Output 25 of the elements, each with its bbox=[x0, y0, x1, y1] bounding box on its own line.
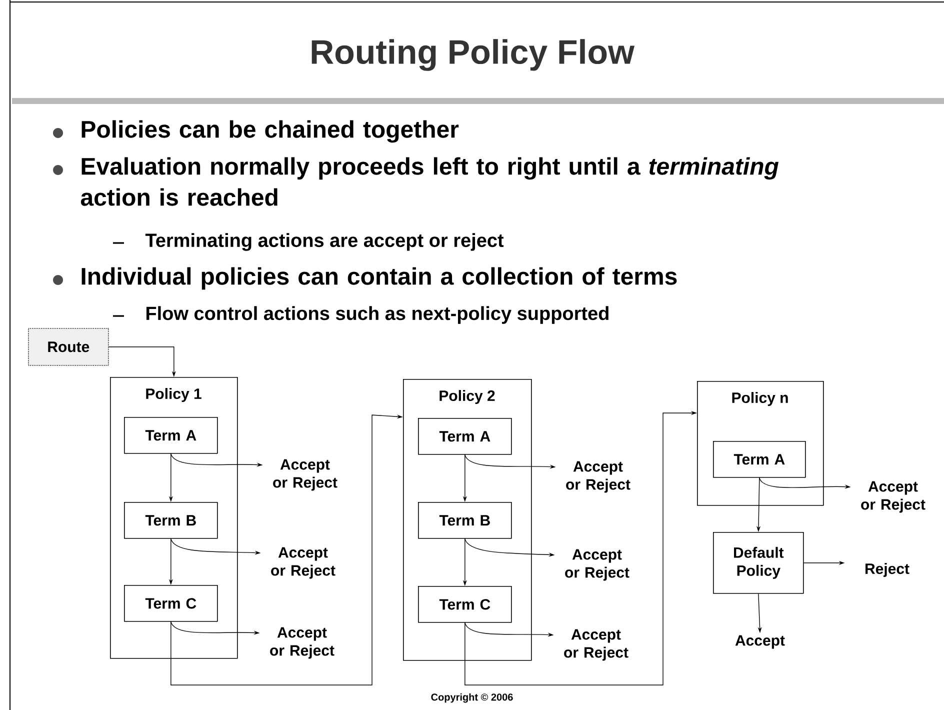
result-label: Accept or Reject bbox=[271, 547, 336, 579]
slide-title: Routing Policy Flow bbox=[312, 39, 635, 71]
term-box: Term B bbox=[418, 502, 512, 539]
term-box: Term A bbox=[418, 418, 512, 455]
term-box: Default Policy bbox=[713, 532, 804, 594]
term-box: Term B bbox=[124, 502, 218, 539]
term-box: Term C bbox=[418, 586, 512, 623]
input-box: Route bbox=[28, 328, 109, 366]
result-label: Accept or Reject bbox=[565, 549, 630, 581]
result-label: Reject bbox=[866, 563, 910, 577]
result-label: Accept or Reject bbox=[861, 481, 926, 513]
bullet-text: Individual policies can contain a collection of terms bbox=[82, 267, 677, 290]
result-label: Accept or Reject bbox=[564, 629, 628, 661]
term-box: Term A bbox=[713, 441, 806, 478]
term-box: Term A bbox=[124, 417, 218, 454]
result-label: Accept bbox=[735, 635, 785, 649]
result-label: Accept or Reject bbox=[270, 627, 334, 659]
sub-bullet-text: Terminating actions are accept or reject bbox=[145, 233, 504, 251]
copyright-note: Copyright © 2006 bbox=[431, 693, 513, 703]
result-label: Accept or Reject bbox=[273, 459, 338, 491]
result-label: Accept or Reject bbox=[566, 461, 630, 493]
bullet-text: Evaluation normally proceeds left to right until a terminating action is reached bbox=[80, 157, 779, 206]
bullet-text: Policies can be chained together bbox=[82, 120, 459, 143]
sub-bullet-text: Flow control actions such as next-policy supported bbox=[146, 306, 608, 324]
term-box: Term C bbox=[124, 585, 218, 622]
